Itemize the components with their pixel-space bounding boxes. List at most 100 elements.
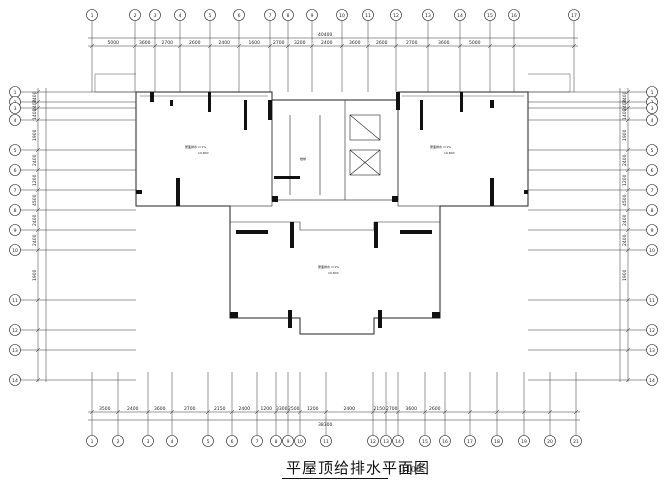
wall-segment bbox=[460, 92, 463, 112]
grid-bubble: 5 bbox=[9, 144, 21, 156]
unit-upper-left bbox=[135, 91, 273, 207]
grid-bubble: 10 bbox=[336, 9, 348, 21]
elevator-shaft-2 bbox=[349, 149, 381, 176]
grid-bubble-circle bbox=[9, 294, 21, 306]
grid-bubble-circle bbox=[9, 102, 21, 114]
tick bbox=[625, 99, 631, 105]
grid-bubble-circle bbox=[362, 9, 374, 21]
drawing-scale: 1:100 bbox=[398, 465, 422, 474]
grid-bubble-circle bbox=[9, 184, 21, 196]
grid-bubble-label: 9 bbox=[287, 439, 290, 445]
right-dim-text: 2400 bbox=[622, 91, 628, 103]
wall-segment bbox=[170, 100, 173, 106]
right-dim-text: 1900 bbox=[622, 129, 628, 141]
tick bbox=[625, 377, 631, 383]
grid-bubble: 11 bbox=[9, 294, 21, 306]
tick bbox=[35, 347, 41, 353]
grid-bubble-circle bbox=[422, 9, 434, 21]
grid-bubble-label: 1 bbox=[14, 90, 17, 96]
bottom-dim-text: 3600 bbox=[154, 406, 166, 412]
grid-bubble-label: 19 bbox=[521, 439, 527, 445]
right-dim-text: 1200 bbox=[622, 174, 628, 186]
grid-bubble-label: 6 bbox=[238, 13, 241, 19]
grid-bubble-label: 1 bbox=[91, 13, 94, 19]
grid-bubble-circle bbox=[392, 435, 404, 447]
grid-bubble: 1 bbox=[86, 9, 98, 21]
wall-segment bbox=[378, 310, 382, 328]
tick bbox=[487, 43, 493, 49]
grid-bubble-label: 10 bbox=[297, 439, 303, 445]
tick bbox=[35, 99, 41, 105]
wall-segment bbox=[136, 190, 142, 194]
grid-bubble: 14 bbox=[454, 9, 466, 21]
wall-segment bbox=[396, 92, 400, 110]
grid-bubble-circle bbox=[9, 374, 21, 386]
bottom-dim-text: 2400 bbox=[127, 406, 139, 412]
grid-bubble-label: 3 bbox=[14, 106, 17, 112]
grid-bubble-label: 17 bbox=[467, 439, 473, 445]
grid-bubble-label: 12 bbox=[12, 328, 18, 334]
grid-bubble-circle bbox=[367, 435, 379, 447]
grid-bubble: 15 bbox=[419, 435, 431, 447]
grid-bubble: 6 bbox=[646, 164, 658, 176]
grid-bubble-label: 7 bbox=[269, 13, 272, 19]
bottom-dim-text: 2400 bbox=[239, 406, 251, 412]
tick bbox=[89, 43, 95, 49]
grid-bubble: 4 bbox=[166, 435, 178, 447]
grid-bubble: 17 bbox=[464, 435, 476, 447]
tick bbox=[35, 227, 41, 233]
grid-bubble-circle bbox=[646, 164, 658, 176]
grid-bubble-label: 5 bbox=[209, 13, 212, 19]
grid-bubble: 12 bbox=[9, 324, 21, 336]
tick bbox=[169, 409, 175, 415]
wall-segment bbox=[374, 222, 378, 248]
grid-bubble-circle bbox=[646, 344, 658, 356]
grid-bubble-label: 21 bbox=[573, 439, 579, 445]
building-outline bbox=[135, 91, 529, 335]
grid-bubble-circle bbox=[454, 9, 466, 21]
left-dim-text: 1900 bbox=[32, 269, 38, 281]
tick bbox=[625, 297, 631, 303]
wall-segment bbox=[392, 196, 398, 202]
grid-bubble-label: 1 bbox=[651, 90, 654, 96]
grid-bubble: 11 bbox=[320, 435, 332, 447]
grid-bubble-circle bbox=[646, 324, 658, 336]
left-dim-text: 2400 bbox=[32, 214, 38, 226]
grid-bubble-label: 8 bbox=[651, 208, 654, 214]
grid-bubble: 17 bbox=[568, 9, 580, 21]
grid-bubble: 13 bbox=[646, 344, 658, 356]
grid-bubble-label: 18 bbox=[494, 439, 500, 445]
grid-bubble: 14 bbox=[646, 374, 658, 386]
grid-bubble-circle bbox=[166, 435, 178, 447]
grid-bubble-label: 6 bbox=[231, 439, 234, 445]
tick bbox=[625, 167, 631, 173]
grid-bubble-label: 8 bbox=[287, 13, 290, 19]
grid-bubble-label: 12 bbox=[393, 13, 399, 19]
left-dim-text: 2400 bbox=[32, 234, 38, 246]
grid-bubble-label: 11 bbox=[365, 13, 371, 19]
tick bbox=[625, 117, 631, 123]
tick bbox=[442, 409, 448, 415]
grid-bubble: 9 bbox=[646, 224, 658, 236]
tick bbox=[625, 347, 631, 353]
grid-bubble: 11 bbox=[646, 294, 658, 306]
grid-bubble-circle bbox=[646, 144, 658, 156]
grid-bubble-circle bbox=[390, 9, 402, 21]
wall-segment bbox=[272, 196, 278, 202]
tick bbox=[35, 187, 41, 193]
grid-bubble-label: 16 bbox=[511, 13, 517, 19]
grid-bubble-circle bbox=[336, 9, 348, 21]
tick bbox=[205, 409, 211, 415]
grid-bubble-label: 15 bbox=[487, 13, 493, 19]
tick bbox=[273, 409, 279, 415]
wall-segment bbox=[400, 230, 432, 234]
right-dim-text: 2400 bbox=[622, 214, 628, 226]
top-dim-text: 1600 bbox=[249, 40, 261, 46]
grid-bubble-circle bbox=[9, 244, 21, 256]
grid-bubble-circle bbox=[9, 324, 21, 336]
grid-bubble: 19 bbox=[518, 435, 530, 447]
grid-bubble: 11 bbox=[362, 9, 374, 21]
grid-bubble: 6 bbox=[226, 435, 238, 447]
top-dim-text: 3200 bbox=[294, 40, 306, 46]
tick bbox=[229, 409, 235, 415]
